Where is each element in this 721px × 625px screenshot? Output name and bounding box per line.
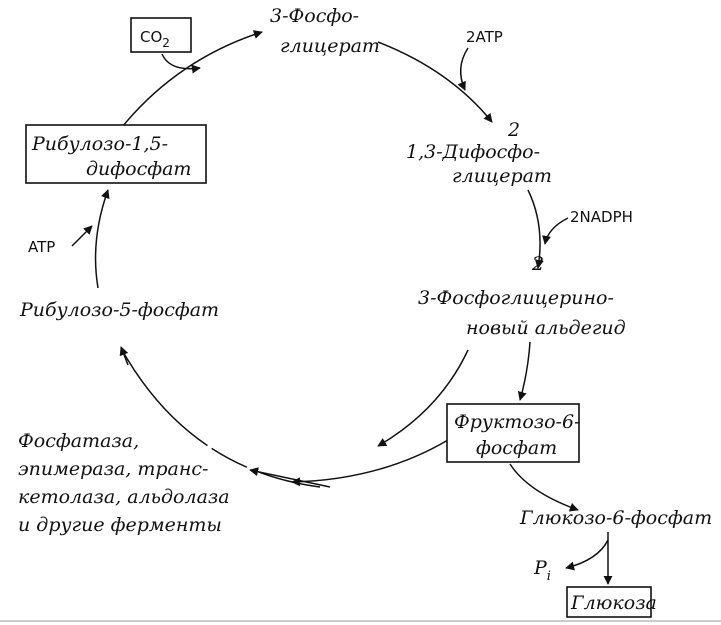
pga-label-2: глицерат	[280, 35, 380, 57]
f6p-label: Фруктозо-6-	[454, 411, 581, 433]
arc-lower-cycle-head	[119, 346, 129, 366]
arc-rubp-to-pga	[117, 30, 263, 133]
pga-label: 3-Фосфо-	[270, 5, 359, 27]
arrow-co2-in	[161, 53, 201, 74]
pi-label: Pi	[533, 557, 551, 584]
arc-pi-release	[565, 539, 609, 571]
arc-bpg-to-gap	[527, 189, 544, 269]
arrow-atp-in	[457, 47, 469, 91]
arrow-enzymes-to-cycle	[249, 467, 331, 488]
atp-regen-label: ATP	[28, 238, 55, 256]
bpg-count: 2	[507, 119, 520, 141]
nadph-input-label: 2NADPH	[570, 208, 633, 226]
rubp-label-2: дифосфат	[86, 158, 191, 180]
arc-pga-to-bpg	[377, 41, 493, 123]
glucose-label: Глюкоза	[570, 592, 657, 614]
arc-ru5p-to-rubp	[94, 189, 110, 289]
glucose-box	[566, 586, 652, 618]
bpg-label: 1,3-Дифосфо-	[406, 141, 540, 163]
arc-lower-cycle	[121, 349, 321, 488]
rubp-box	[25, 124, 207, 184]
rubp-label: Рибулозо-1,5-	[31, 133, 168, 155]
g6p-label: Глюкозо-6-фосфат	[519, 507, 712, 529]
f6p-label-2: фосфат	[476, 437, 557, 459]
gap-label-2: новый альдегид	[466, 317, 626, 339]
enzymes-line-1: Фосфатаза,	[18, 430, 139, 452]
f6p-box	[446, 403, 580, 463]
arrow-atp-regen	[71, 225, 93, 247]
arrow-gap-to-enzymes	[377, 349, 469, 447]
ru5p-label: Рибулозо-5-фосфат	[19, 299, 219, 321]
enzymes-line-3: кетолаза, альдолаза	[18, 486, 230, 508]
co2-label: CO2	[140, 28, 170, 50]
arrow-nadph-in	[542, 217, 569, 245]
gap-label: 3-Фосфоглицерино-	[418, 287, 614, 309]
arc-gap-to-f6p	[517, 341, 531, 401]
arc-f6p-to-g6p	[509, 463, 579, 512]
enzymes-line-2: эпимераза, транс-	[18, 458, 208, 480]
enzymes-line-4: и другие ферменты	[18, 514, 222, 536]
arrow-f6p-to-enzymes	[291, 439, 449, 487]
atp-input-label: 2ATP	[466, 28, 503, 46]
gap-count: 2	[531, 253, 544, 275]
bpg-label-2: глицерат	[452, 165, 552, 187]
co2-box	[130, 17, 192, 53]
